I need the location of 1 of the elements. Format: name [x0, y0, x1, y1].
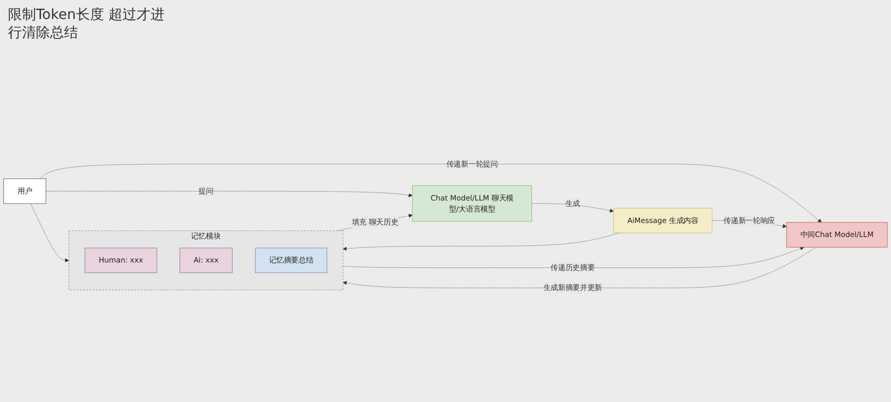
note-text: 限制Token长度 超过才进行清除总结 [8, 6, 166, 42]
